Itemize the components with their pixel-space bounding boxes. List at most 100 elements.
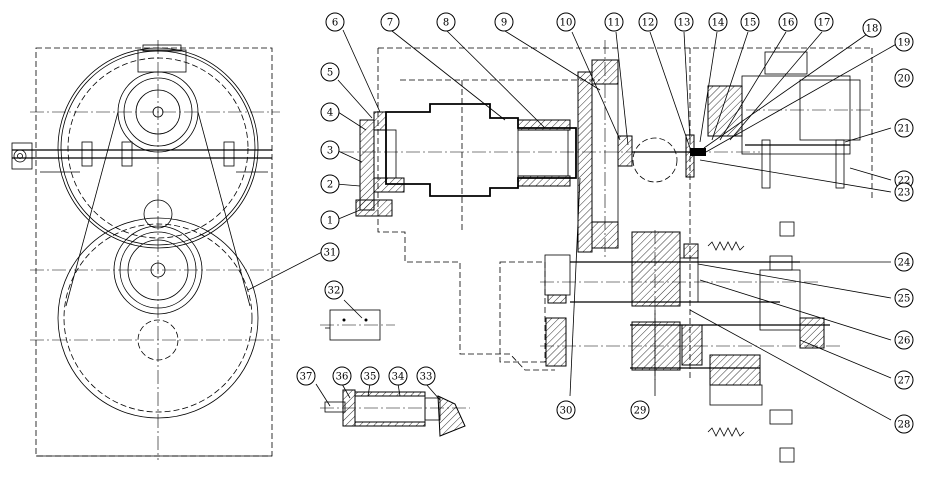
leader-lines xyxy=(247,29,901,421)
balloon-label: 5 xyxy=(327,68,333,79)
balloon-label: 4 xyxy=(327,108,333,119)
balloon-14: 14 xyxy=(708,12,728,32)
balloon-label: 22 xyxy=(898,176,911,187)
section-view xyxy=(340,40,873,463)
balloon-25: 25 xyxy=(894,288,914,308)
balloon-circle xyxy=(556,400,576,420)
balloon-31: 31 xyxy=(320,242,340,262)
balloon-label: 23 xyxy=(898,188,911,199)
balloon-label: 18 xyxy=(866,24,879,35)
balloon-circle xyxy=(894,414,914,434)
balloon-label: 32 xyxy=(328,286,341,297)
balloon-7: 7 xyxy=(380,12,400,32)
side-view xyxy=(11,40,280,460)
balloon-circle xyxy=(320,62,340,82)
balloon-label: 10 xyxy=(560,18,573,29)
balloon-32: 32 xyxy=(324,280,344,300)
balloon-30: 30 xyxy=(556,400,576,420)
balloon-circle xyxy=(894,182,914,202)
balloon-label: 30 xyxy=(560,406,573,417)
balloon-label: 31 xyxy=(324,248,337,259)
balloon-circle xyxy=(320,242,340,262)
balloon-label: 37 xyxy=(300,372,313,383)
balloon-circle xyxy=(320,102,340,122)
balloon-35: 35 xyxy=(360,366,380,386)
balloon-18: 18 xyxy=(862,18,882,38)
balloon-27: 27 xyxy=(894,370,914,390)
balloon-6: 6 xyxy=(325,12,345,32)
balloon-circle xyxy=(674,12,694,32)
balloon-label: 21 xyxy=(898,124,911,135)
balloon-3: 3 xyxy=(320,140,340,160)
balloon-19: 19 xyxy=(894,32,914,52)
balloon-circle xyxy=(894,288,914,308)
balloon-26: 26 xyxy=(894,330,914,350)
detail-33-37 xyxy=(320,389,470,437)
balloon-circle xyxy=(360,366,380,386)
balloon-label: 14 xyxy=(712,18,725,29)
balloon-10: 10 xyxy=(556,12,576,32)
balloon-15: 15 xyxy=(740,12,760,32)
balloon-circle xyxy=(325,12,345,32)
balloon-13: 13 xyxy=(674,12,694,32)
balloon-label: 24 xyxy=(898,258,911,269)
balloon-label: 8 xyxy=(443,18,449,29)
balloon-label: 35 xyxy=(364,372,377,383)
balloon-circle xyxy=(556,12,576,32)
balloon-circle xyxy=(332,366,352,386)
balloon-12: 12 xyxy=(638,12,658,32)
balloon-circle xyxy=(494,12,514,32)
balloon-circle xyxy=(416,366,436,386)
balloon-36: 36 xyxy=(332,366,352,386)
balloon-29: 29 xyxy=(630,400,650,420)
balloon-4: 4 xyxy=(320,102,340,122)
balloon-circle xyxy=(638,12,658,32)
balloon-circle xyxy=(894,118,914,138)
balloon-circle xyxy=(324,280,344,300)
balloon-circle xyxy=(380,12,400,32)
balloon-circle xyxy=(320,174,340,194)
balloon-label: 3 xyxy=(327,146,333,157)
balloon-circle xyxy=(630,400,650,420)
balloon-label: 9 xyxy=(501,18,507,29)
balloon-label: 17 xyxy=(818,18,831,29)
balloon-circle xyxy=(894,252,914,272)
balloon-17: 17 xyxy=(814,12,834,32)
balloon-circle xyxy=(708,12,728,32)
balloon-circle xyxy=(894,32,914,52)
balloon-label: 25 xyxy=(898,294,911,305)
balloon-circle xyxy=(894,370,914,390)
balloon-9: 9 xyxy=(494,12,514,32)
balloon-33: 33 xyxy=(416,366,436,386)
balloon-circle xyxy=(604,12,624,32)
balloon-label: 34 xyxy=(392,372,405,383)
balloon-34: 34 xyxy=(388,366,408,386)
balloon-circle xyxy=(388,366,408,386)
balloon-label: 29 xyxy=(634,406,647,417)
balloon-circle xyxy=(862,18,882,38)
balloon-label: 19 xyxy=(898,38,911,49)
balloon-circle xyxy=(894,330,914,350)
balloon-11: 11 xyxy=(604,12,624,32)
balloon-label: 11 xyxy=(608,18,621,29)
balloon-label: 20 xyxy=(898,74,911,85)
balloon-20: 20 xyxy=(894,68,914,88)
detail-32 xyxy=(320,309,395,341)
balloon-5: 5 xyxy=(320,62,340,82)
balloon-label: 26 xyxy=(898,336,911,347)
balloon-label: 16 xyxy=(782,18,795,29)
balloon-label: 12 xyxy=(642,18,655,29)
balloon-28: 28 xyxy=(894,414,914,434)
balloon-2: 2 xyxy=(320,174,340,194)
balloon-label: 1 xyxy=(327,216,333,227)
balloon-circle xyxy=(320,140,340,160)
balloon-label: 27 xyxy=(898,376,911,387)
balloon-label: 36 xyxy=(336,372,349,383)
balloon-23: 23 xyxy=(894,182,914,202)
balloon-8: 8 xyxy=(436,12,456,32)
balloon-1: 1 xyxy=(320,210,340,230)
balloon-21: 21 xyxy=(894,118,914,138)
balloon-37: 37 xyxy=(296,366,316,386)
